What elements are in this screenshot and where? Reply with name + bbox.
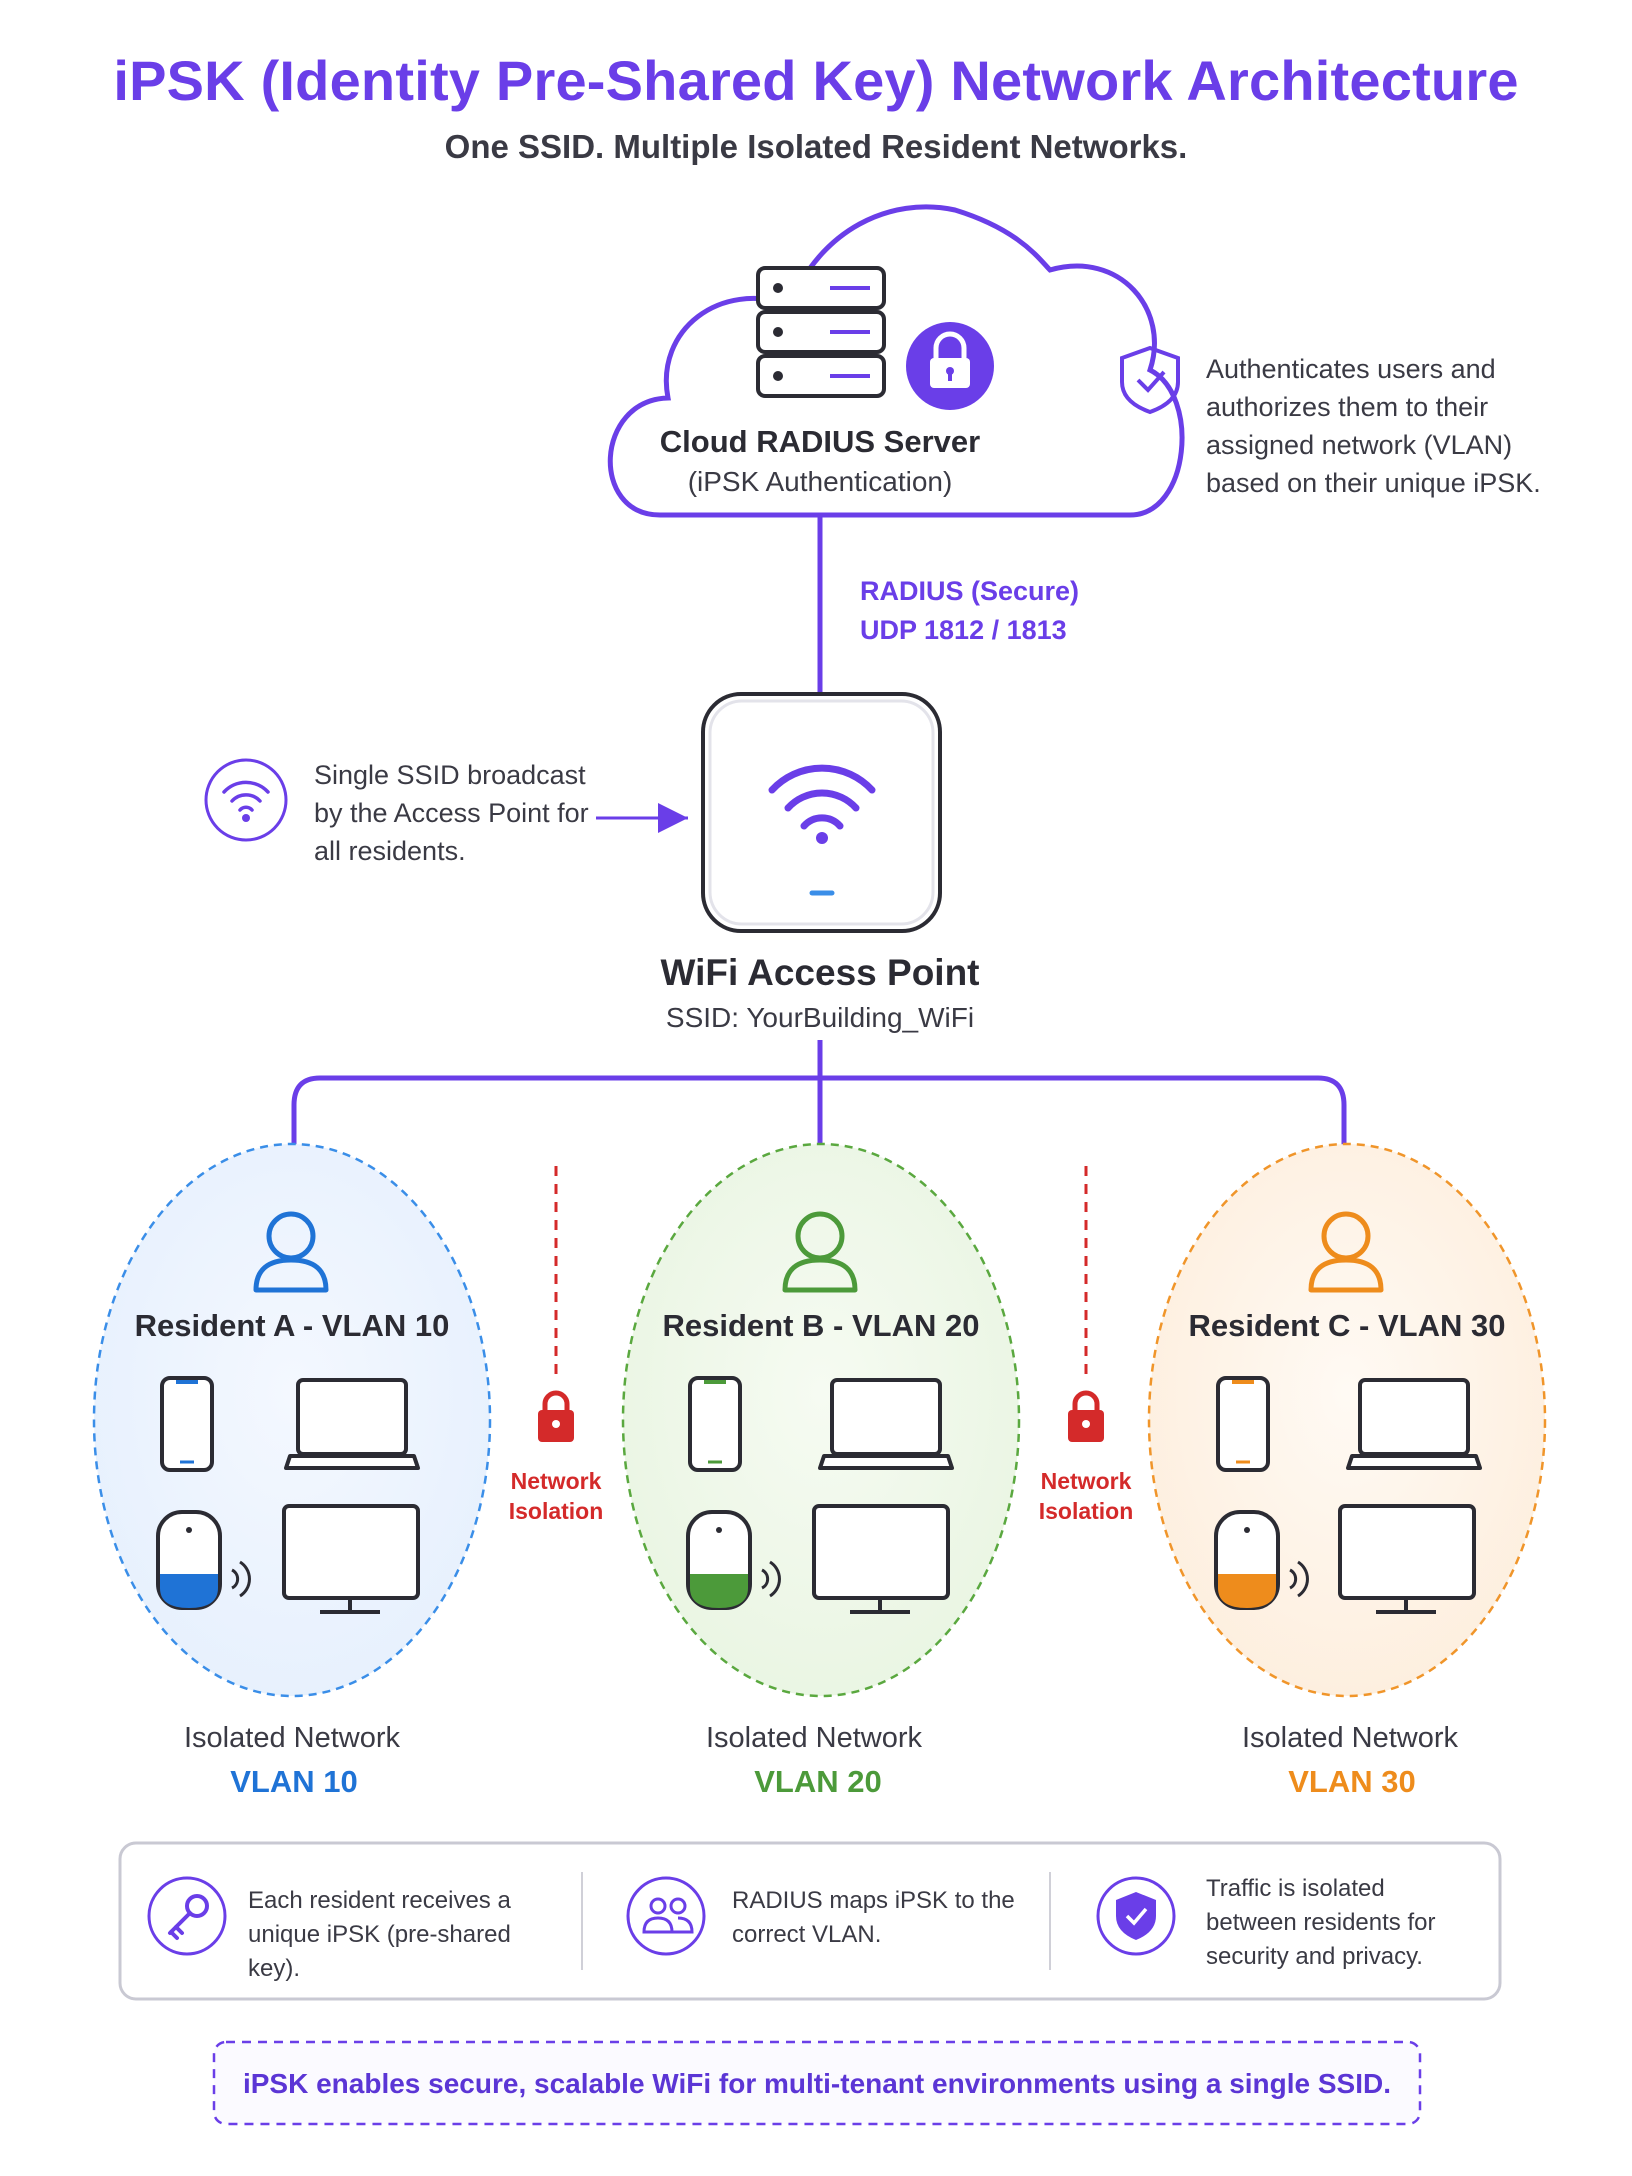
page-title: iPSK (Identity Pre-Shared Key) Network A… (113, 49, 1519, 112)
laptop-icon (1346, 1378, 1482, 1470)
isolation-label-line1: Network (1040, 1468, 1132, 1494)
access-point-ssid: SSID: YourBuilding_WiFi (665, 1002, 975, 1033)
user-icon (253, 1211, 329, 1293)
resident-b-title: Resident B - VLAN 20 (662, 1308, 980, 1343)
resident-a-title: Resident A - VLAN 10 (134, 1308, 450, 1343)
wifi-icon (204, 758, 288, 842)
isolation-label-2: Network Isolation (1016, 1466, 1156, 1526)
resident-c-isolated-label: Isolated Network (1242, 1722, 1458, 1754)
server-title: Cloud RADIUS Server (659, 424, 981, 459)
resident-a-vlan: VLAN 10 (230, 1764, 358, 1799)
info-item-key: Each resident receives a unique iPSK (pr… (248, 1887, 511, 1982)
users-icon (626, 1876, 706, 1956)
isolation-label-line2: Isolation (508, 1498, 604, 1524)
resident-a-zone (92, 1142, 492, 1698)
smart-speaker-icon (1214, 1510, 1309, 1610)
resident-b-vlan: VLAN 20 (754, 1764, 882, 1799)
smart-speaker-icon (156, 1510, 251, 1610)
phone-icon (160, 1376, 214, 1472)
phone-icon (1216, 1376, 1270, 1472)
isolation-label-line2: Isolation (1038, 1498, 1134, 1524)
isolation-divider-1 (538, 1166, 574, 1442)
tv-icon (1338, 1504, 1476, 1614)
vlan-distribution-lines (291, 1040, 1347, 1160)
laptop-icon (818, 1378, 954, 1470)
shield-check-icon (1096, 1876, 1176, 1956)
resident-a-devices (156, 1211, 420, 1614)
red-lock-icon (1068, 1390, 1104, 1442)
radius-link-label: RADIUS (Secure) UDP 1812 / 1813 (860, 572, 1160, 650)
laptop-icon (284, 1378, 420, 1470)
page-subtitle: One SSID. Multiple Isolated Resident Net… (444, 128, 1188, 165)
footer-note: iPSK enables secure, scalable WiFi for m… (242, 2068, 1392, 2099)
footer-box (212, 2040, 1422, 2126)
server-icon (756, 266, 886, 398)
user-icon (1308, 1211, 1384, 1293)
resident-c-vlan: VLAN 30 (1288, 1764, 1416, 1799)
access-point-title: WiFi Access Point (660, 952, 980, 993)
resident-b-devices (686, 1211, 954, 1614)
smart-speaker-icon (686, 1510, 781, 1610)
server-subtitle: (iPSK Authentication) (687, 466, 953, 497)
isolation-label-1: Network Isolation (486, 1466, 626, 1526)
resident-c-devices (1214, 1211, 1482, 1614)
resident-b-zone (621, 1142, 1021, 1698)
isolation-label-line1: Network (510, 1468, 602, 1494)
isolation-divider-2 (1068, 1166, 1104, 1442)
user-icon (782, 1211, 858, 1293)
cloud-shape (607, 204, 1185, 518)
access-point-device (701, 692, 942, 933)
resident-b-isolated-label: Isolated Network (706, 1722, 922, 1754)
info-item-radius: RADIUS maps iPSK to the correct VLAN. (732, 1887, 1015, 1948)
red-lock-icon (538, 1390, 574, 1442)
phone-icon (688, 1376, 742, 1472)
resident-c-zone (1147, 1142, 1547, 1698)
tv-icon (812, 1504, 950, 1614)
auth-note: Authenticates users and authorizes them … (1206, 354, 1541, 498)
resident-a-isolated-label: Isolated Network (184, 1722, 400, 1754)
info-item-traffic: Traffic is isolated between residents fo… (1206, 1875, 1436, 1970)
radius-label-line2: UDP 1812 / 1813 (860, 615, 1067, 645)
key-icon (147, 1876, 227, 1956)
tv-icon (282, 1504, 420, 1614)
ssid-note: Single SSID broadcast by the Access Poin… (314, 760, 589, 866)
radius-label-line1: RADIUS (Secure) (860, 576, 1080, 606)
shield-check-icon (1120, 345, 1180, 415)
lock-icon (906, 322, 994, 410)
resident-c-title: Resident C - VLAN 30 (1188, 1308, 1506, 1343)
